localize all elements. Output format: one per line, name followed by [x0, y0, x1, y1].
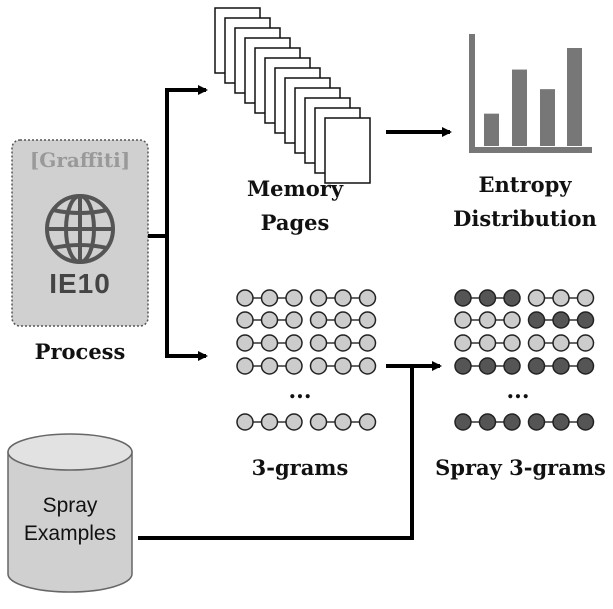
trigram-node	[503, 334, 521, 352]
trigram-node	[260, 289, 279, 307]
trigram-node	[478, 413, 497, 431]
entropy-bar	[484, 113, 499, 146]
trigram-node	[285, 289, 303, 307]
trigram-node	[334, 311, 352, 329]
connectors	[138, 85, 452, 540]
trigram-node	[260, 334, 279, 352]
trigram-node	[576, 289, 595, 307]
trigram-node	[285, 334, 303, 352]
memory-page	[324, 117, 371, 184]
database-icon	[7, 433, 133, 593]
trigram-label: 3-grams	[251, 455, 349, 480]
bar-chart-icon	[469, 34, 592, 153]
trigram-node	[285, 357, 303, 375]
spray-examples-line2: Examples	[23, 522, 117, 545]
trigram-node	[309, 413, 328, 431]
trigram-node	[309, 311, 328, 329]
trigram-grid	[236, 289, 377, 431]
spray-trigram-grid	[454, 289, 595, 431]
browser-label: IE10	[49, 268, 111, 299]
trigram-node	[576, 357, 595, 375]
memory-pages-label-line1: Memory	[246, 176, 344, 201]
trigram-ellipsis: ...	[288, 378, 312, 404]
trigram-node	[334, 289, 352, 307]
trigram-node	[309, 334, 328, 352]
trigram-node	[358, 334, 377, 352]
trigram-node	[552, 289, 570, 307]
trigram-node	[236, 334, 254, 352]
trigram-node	[527, 289, 546, 307]
trigram-node	[454, 311, 472, 329]
memory-pages-stack	[214, 7, 371, 184]
trigram-node	[527, 357, 546, 375]
trigram-node	[552, 334, 570, 352]
trigram-node	[552, 413, 570, 431]
trigram-node	[527, 311, 546, 329]
trigram-node	[576, 311, 595, 329]
trigram-node	[552, 357, 570, 375]
spray-examples-line1: Spray	[42, 494, 98, 517]
trigram-node	[236, 311, 254, 329]
trigram-node	[576, 413, 595, 431]
entropy-label-line1: Entropy	[478, 172, 572, 197]
entropy-bar	[512, 69, 527, 146]
process-label: Process	[34, 339, 126, 364]
trigram-node	[478, 357, 497, 375]
trigram-node	[236, 357, 254, 375]
trigram-node	[503, 357, 521, 375]
globe-icon	[45, 194, 115, 264]
trigram-node	[478, 311, 497, 329]
trigram-node	[334, 357, 352, 375]
trigram-node	[358, 311, 377, 329]
trigram-node	[358, 413, 377, 431]
trigram-node	[358, 357, 377, 375]
trigram-node	[260, 311, 279, 329]
trigram-node	[454, 413, 472, 431]
spray-trigram-label: Spray 3-grams	[435, 455, 606, 480]
trigram-node	[503, 289, 521, 307]
memory-pages-label-line2: Pages	[260, 210, 330, 235]
trigram-node	[309, 357, 328, 375]
trigram-node	[576, 334, 595, 352]
trigram-node	[260, 413, 279, 431]
trigram-node	[527, 334, 546, 352]
trigram-node	[454, 289, 472, 307]
trigram-node	[285, 413, 303, 431]
trigram-node	[285, 311, 303, 329]
entropy-bar	[567, 48, 582, 146]
trigram-node	[454, 334, 472, 352]
trigram-node	[454, 357, 472, 375]
trigram-node	[478, 334, 497, 352]
trigram-node	[478, 289, 497, 307]
trigram-node	[236, 413, 254, 431]
trigram-node	[260, 357, 279, 375]
trigram-node	[503, 311, 521, 329]
trigram-node	[334, 334, 352, 352]
trigram-node	[236, 289, 254, 307]
trigram-node	[552, 311, 570, 329]
trigram-node	[503, 413, 521, 431]
process-tag: [Graffiti]	[29, 148, 131, 172]
trigram-node	[309, 289, 328, 307]
trigram-node	[358, 289, 377, 307]
entropy-label-line2: Distribution	[453, 206, 597, 231]
spray-trigram-ellipsis: ...	[506, 378, 530, 404]
trigram-node	[527, 413, 546, 431]
entropy-bar	[540, 89, 555, 146]
trigram-node	[334, 413, 352, 431]
